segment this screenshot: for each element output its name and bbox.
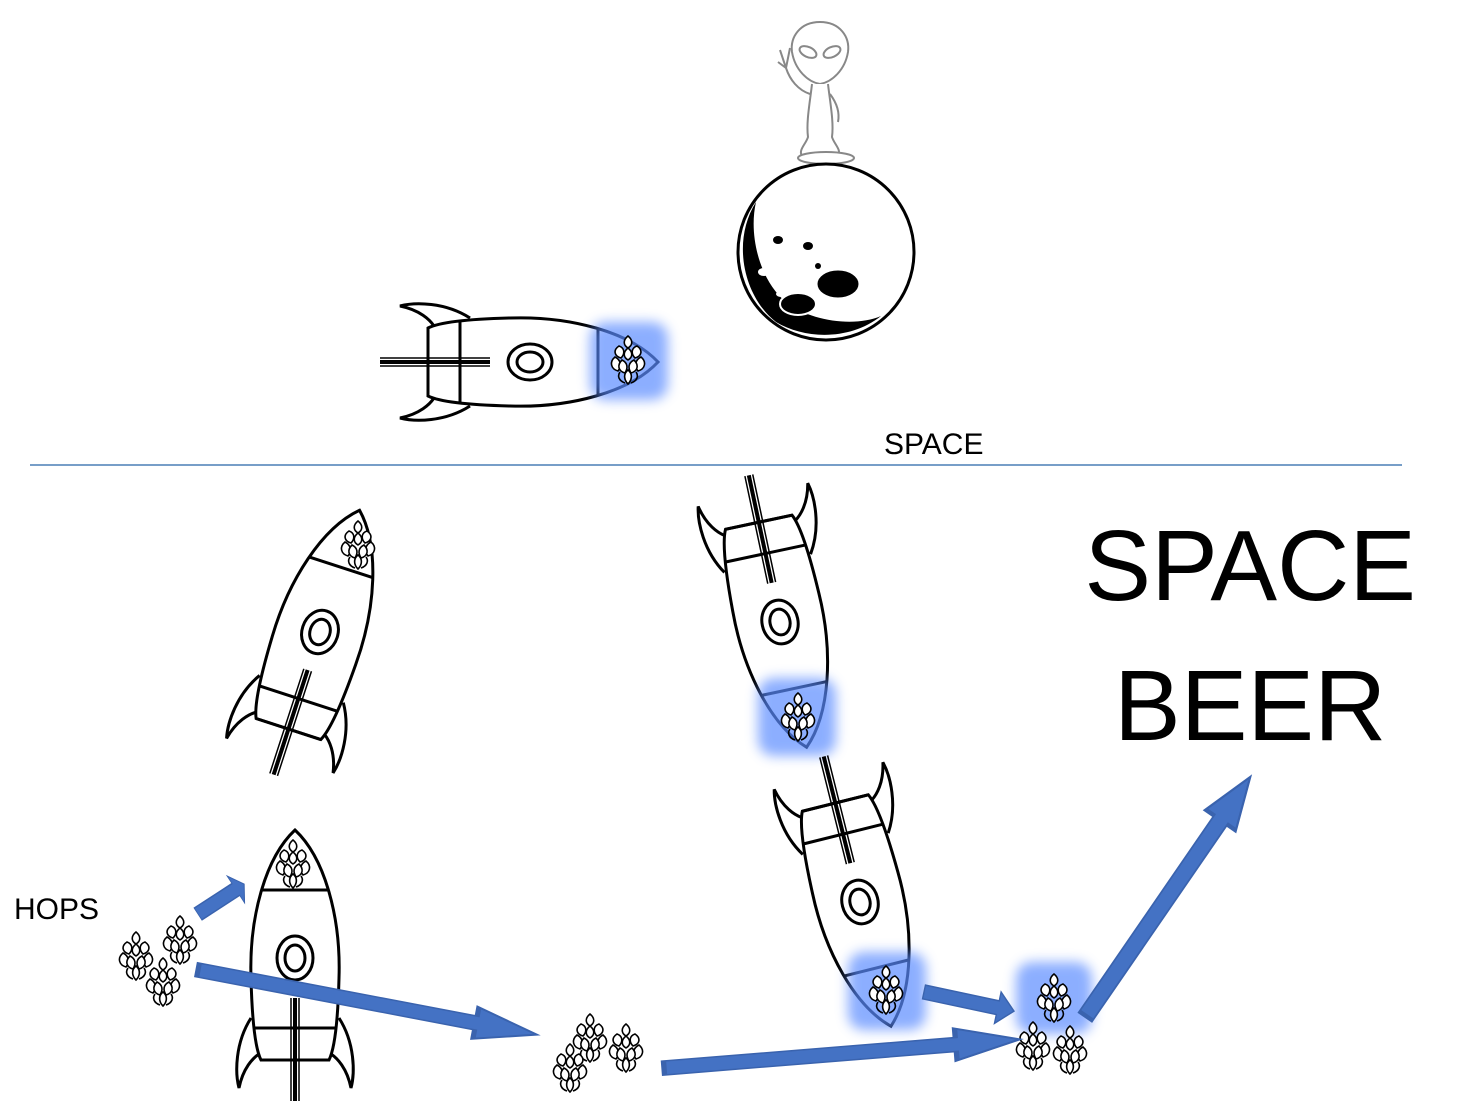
hop-cluster bbox=[552, 1013, 644, 1093]
space-divider-label: SPACE bbox=[884, 428, 984, 461]
title-line-2: BEER bbox=[1114, 650, 1387, 762]
arrow-icon bbox=[919, 975, 1019, 1028]
rocket-icon bbox=[216, 490, 417, 795]
hop-cluster bbox=[118, 915, 198, 1007]
moon-icon bbox=[736, 162, 916, 342]
page-title: SPACE BEER bbox=[1084, 496, 1416, 776]
arrow-icon bbox=[663, 1023, 1021, 1084]
glow-highlight bbox=[848, 952, 926, 1030]
alien-icon bbox=[777, 20, 855, 165]
glow-highlight bbox=[590, 322, 668, 400]
hops-label: HOPS bbox=[14, 893, 100, 926]
arrow-icon bbox=[1068, 764, 1268, 1029]
title-line-1: SPACE bbox=[1084, 510, 1416, 622]
arrow-icon bbox=[188, 869, 254, 929]
